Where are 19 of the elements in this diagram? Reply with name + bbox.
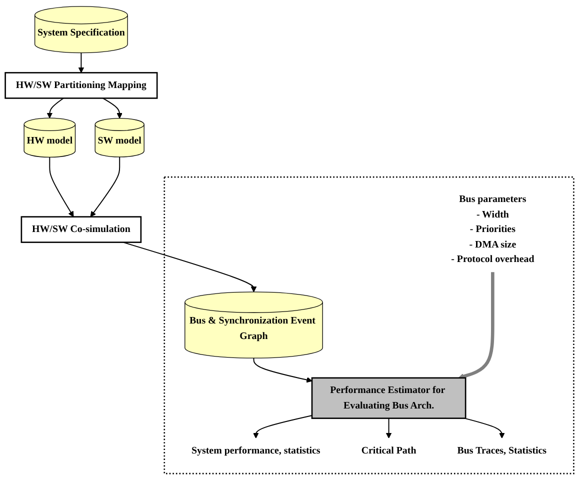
node-text: Critical Path [361,445,416,456]
arrow [78,52,84,73]
cluster [164,176,574,474]
node-text: System performance, statistics [192,445,320,456]
node-box: Performance Estimator for Evaluating Bus Arch. [311,377,466,419]
arrow [122,242,257,292]
arrow [90,156,120,218]
node-box: HW/SW Co-simulation [20,216,142,243]
arrow [253,415,312,438]
node-text: Bus Traces, Statistics [457,445,547,456]
node-text: Bus parameters - Width - Priorities - DMA size - Protocol overhead [451,194,534,264]
arrow [49,156,74,218]
arrow [253,358,312,383]
arrow [458,272,494,380]
arrow [386,418,392,438]
arrow [464,418,505,438]
node-box: HW/SW Partitioning Mapping [4,72,158,99]
arrow [102,98,122,119]
arrow [46,98,64,118]
